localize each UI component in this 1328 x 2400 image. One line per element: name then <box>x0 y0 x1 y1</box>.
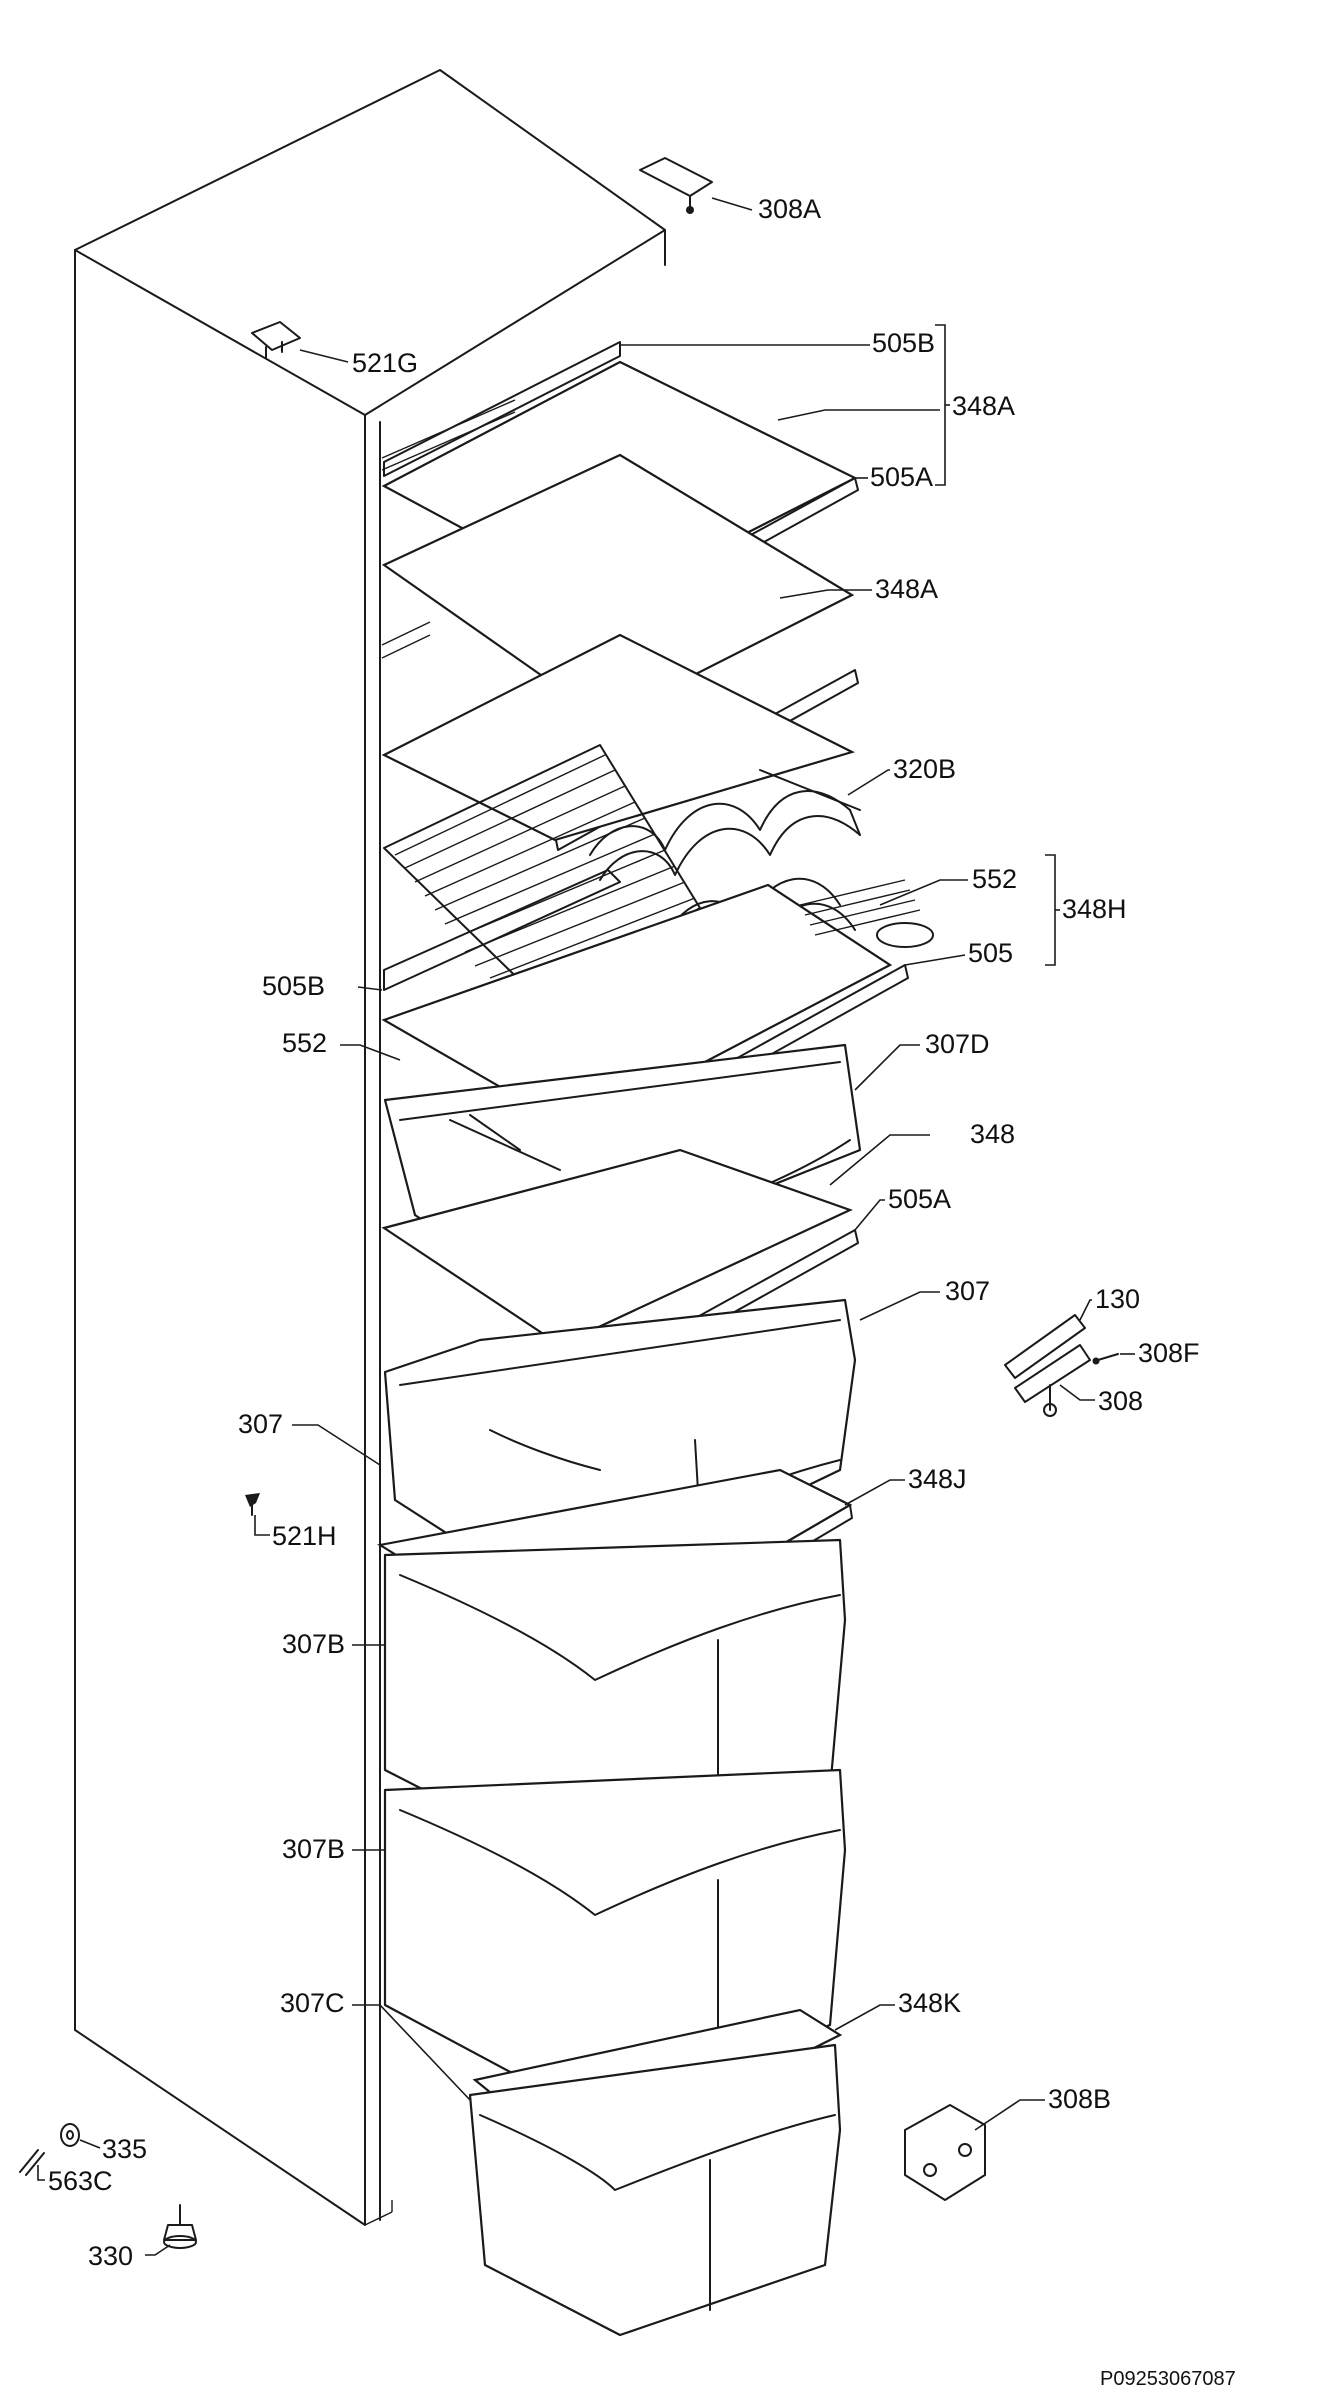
label-307b-upper: 307B <box>282 1629 345 1659</box>
label-348h: 348H <box>1062 894 1127 924</box>
label-348: 348 <box>970 1119 1015 1149</box>
label-330: 330 <box>88 2241 133 2271</box>
screw-521h-part <box>245 1493 260 1516</box>
label-130: 130 <box>1095 1284 1140 1314</box>
label-563c: 563C <box>48 2166 113 2196</box>
label-308f: 308F <box>1138 1338 1200 1368</box>
hinge-308b-part <box>904 2104 986 2201</box>
part-labels: 308A 521G 505B 348A 505A 348A 320B 552 3… <box>48 194 1236 2390</box>
leader-lines <box>37 197 1135 2256</box>
foot-330-part <box>163 2204 197 2249</box>
hinge-top-part <box>639 157 713 214</box>
cover-part <box>251 321 301 359</box>
label-348j: 348J <box>908 1464 967 1494</box>
label-348k: 348K <box>898 1988 961 2018</box>
screw-308f-part <box>1092 1353 1119 1365</box>
label-307-right: 307 <box>945 1276 990 1306</box>
label-348a-mid: 348A <box>875 574 938 604</box>
label-505: 505 <box>968 938 1013 968</box>
label-505b-top: 505B <box>872 328 935 358</box>
glass-shelf-upper <box>381 633 855 842</box>
label-505b-left: 505B <box>262 971 325 1001</box>
label-307b-lower: 307B <box>282 1834 345 1864</box>
label-521g: 521G <box>352 348 418 378</box>
label-320b: 320B <box>893 754 956 784</box>
drawer-307c <box>468 2043 842 2337</box>
spacer-335-part <box>60 2123 80 2147</box>
label-505a-top: 505A <box>870 462 933 492</box>
label-552-left: 552 <box>282 1028 327 1058</box>
label-335: 335 <box>102 2134 147 2164</box>
label-552-right: 552 <box>972 864 1017 894</box>
pin-563c-part <box>19 2149 45 2176</box>
label-521h: 521H <box>272 1521 337 1551</box>
label-307d: 307D <box>925 1029 990 1059</box>
drawing-code: P09253067087 <box>1100 2368 1236 2390</box>
label-307c: 307C <box>280 1988 345 2018</box>
cabinet-body <box>74 69 666 2226</box>
label-307-left: 307 <box>238 1409 283 1439</box>
label-505a-low: 505A <box>888 1184 951 1214</box>
label-348a-top: 348A <box>952 391 1015 421</box>
glass-shelf-348h <box>381 869 934 1163</box>
label-308: 308 <box>1098 1386 1143 1416</box>
hinge-130-part <box>1004 1314 1091 1417</box>
label-308b: 308B <box>1048 2084 1111 2114</box>
label-308a: 308A <box>758 194 821 224</box>
